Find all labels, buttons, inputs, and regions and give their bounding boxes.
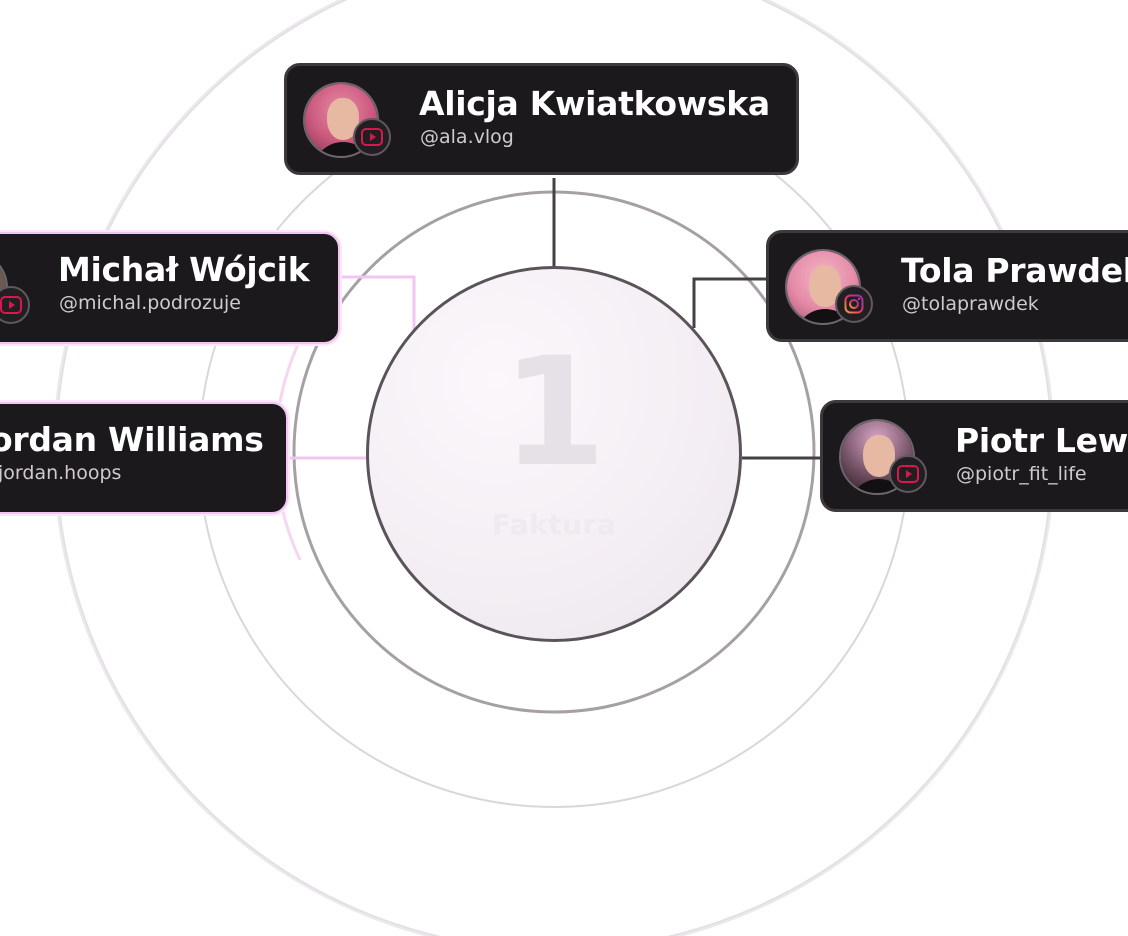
influencer-handle: @ala.vlog (420, 126, 514, 148)
influencer-name: Piotr Lewandowski (955, 421, 1128, 460)
influencer-card-tola[interactable]: Tola Prawdek @tolaprawdek (766, 230, 1128, 342)
influencer-name: Michał Wójcik (58, 250, 310, 289)
influencer-handle: @tolaprawdek (902, 293, 1039, 315)
influencer-name: Jordan Williams (0, 420, 264, 459)
youtube-icon (0, 286, 30, 324)
influencer-handle: @michal.podrozuje (59, 292, 241, 314)
center-hub: 1 Faktura (366, 266, 742, 642)
hub-number: 1 (501, 325, 607, 500)
youtube-icon (353, 118, 391, 156)
influencer-card-piotr[interactable]: Piotr Lewandowski @piotr_fit_life (820, 400, 1128, 512)
influencer-card-alicja[interactable]: Alicja Kwiatkowska @ala.vlog (284, 63, 799, 175)
hub-label: Faktura (491, 507, 617, 541)
youtube-icon (889, 455, 927, 493)
influencer-name: Alicja Kwiatkowska (419, 84, 770, 123)
influencer-card-jordan[interactable]: Jordan Williams @jordan.hoops (0, 402, 288, 514)
influencer-handle: @jordan.hoops (0, 462, 122, 484)
influencer-handle: @piotr_fit_life (956, 463, 1087, 485)
influencer-name: Tola Prawdek (901, 251, 1128, 290)
instagram-icon (835, 285, 873, 323)
influencer-card-michal[interactable]: Michał Wójcik @michal.podrozuje (0, 232, 340, 344)
